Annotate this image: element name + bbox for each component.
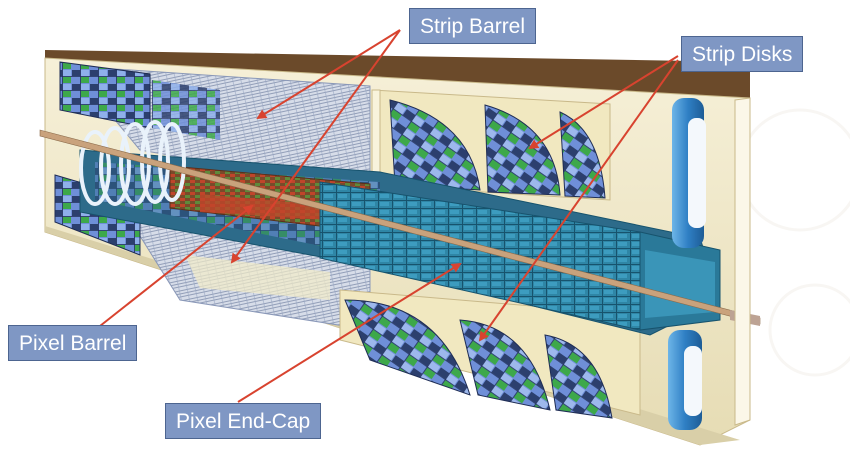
end-support-rings (668, 97, 751, 430)
arrow-strip-barrel-lower (230, 29, 401, 264)
strip-disks-upper (371, 89, 611, 201)
arrow-strip-barrel-upper (256, 29, 401, 120)
arrow-pixel-endcap (237, 262, 462, 403)
pixel-barrel-label: Pixel Barrel (8, 325, 138, 361)
pixel-endcap-grid (319, 181, 721, 331)
strip-barrel-label: Strip Barrel (409, 8, 537, 44)
arrow-strip-disks-lower (478, 59, 679, 342)
arrow-pixel-barrel (99, 204, 254, 327)
pixel-endcap-label: Pixel End-Cap (165, 403, 322, 439)
background-watermark (738, 108, 850, 377)
strip-disks-lower (339, 289, 641, 419)
arrow-strip-disks-upper (528, 55, 679, 150)
strip-disks-label: Strip Disks (681, 36, 804, 72)
callout-arrows (99, 29, 679, 403)
